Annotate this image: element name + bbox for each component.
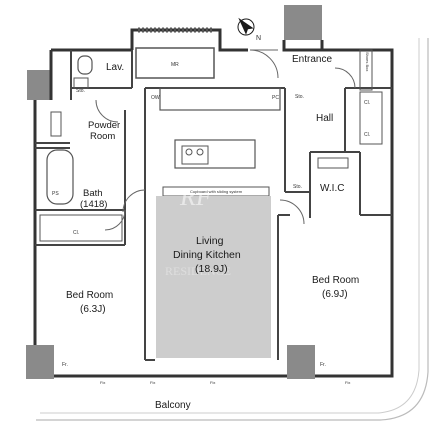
label-sto-3: Sto. — [293, 184, 302, 190]
label-ldk-1: Living — [196, 235, 224, 247]
shoe-box — [359, 49, 373, 91]
label-fr-1: Fr. — [62, 362, 68, 368]
label-ps: PS — [52, 191, 59, 197]
label-hall: Hall — [316, 113, 333, 124]
label-cl-hall-2: Cl. — [364, 132, 370, 138]
toilet — [77, 55, 93, 75]
compass-icon — [237, 17, 255, 36]
label-lav: Lav. — [106, 62, 124, 73]
wic-shelf — [317, 157, 349, 169]
vanity — [50, 111, 62, 137]
label-ow: OW — [151, 95, 160, 101]
label-bath-2: (1418) — [80, 199, 107, 210]
label-cupboard: Cupboard with sliding system — [190, 189, 243, 194]
kitchen-counter — [159, 87, 281, 111]
watermark-logo: RF — [179, 182, 213, 211]
label-fr-2: Fr. — [320, 362, 326, 368]
ldk-floor — [156, 196, 271, 358]
column — [27, 70, 51, 100]
washbasin — [73, 77, 89, 89]
label-bed-left-2: (6.3J) — [80, 304, 106, 315]
hall-closet — [359, 91, 383, 145]
label-bed-right-1: Bed Room — [312, 275, 359, 286]
cooktop — [181, 145, 209, 165]
label-cl-bed: Cl. — [73, 230, 79, 236]
watermark-text: RESIDENCE — [165, 264, 231, 278]
label-sto-1: Sto. — [76, 88, 85, 94]
label-sto-2: Sto. — [295, 94, 304, 100]
label-balcony: Balcony — [155, 400, 191, 411]
column — [284, 5, 322, 40]
column — [287, 345, 315, 379]
label-ldk-3: (18.9J) — [195, 263, 228, 275]
mr-cabinet — [135, 47, 215, 79]
label-fix-4: Fix — [345, 380, 350, 385]
label-bed-left-1: Bed Room — [66, 290, 113, 301]
compass-label: N — [256, 35, 261, 42]
label-cl-hall-1: Cl. — [364, 100, 370, 106]
label-wic: W.I.C — [320, 183, 344, 194]
balcony-rail — [40, 38, 420, 414]
label-bed-right-2: (6.9J) — [322, 289, 348, 300]
label-fix-1: Fix — [100, 380, 105, 385]
label-bath-1: Bath — [83, 188, 103, 199]
label-powder-room-2: Room — [90, 131, 115, 142]
label-entrance: Entrance — [292, 54, 332, 65]
label-powder-room-1: Powder — [88, 120, 120, 131]
kitchen-island — [174, 139, 256, 169]
label-shoe-box: Shoes Box — [365, 52, 370, 71]
label-mr: MR — [171, 62, 179, 68]
label-ldk-2: Dining Kitchen — [173, 249, 241, 261]
column — [26, 345, 54, 379]
bath-tub — [46, 149, 74, 205]
label-fix-3: Fix — [210, 380, 215, 385]
label-pc: PC — [272, 95, 279, 101]
label-fix-2: Fix — [150, 380, 155, 385]
bedroom-closet — [39, 214, 123, 242]
balcony-outline — [36, 38, 429, 421]
